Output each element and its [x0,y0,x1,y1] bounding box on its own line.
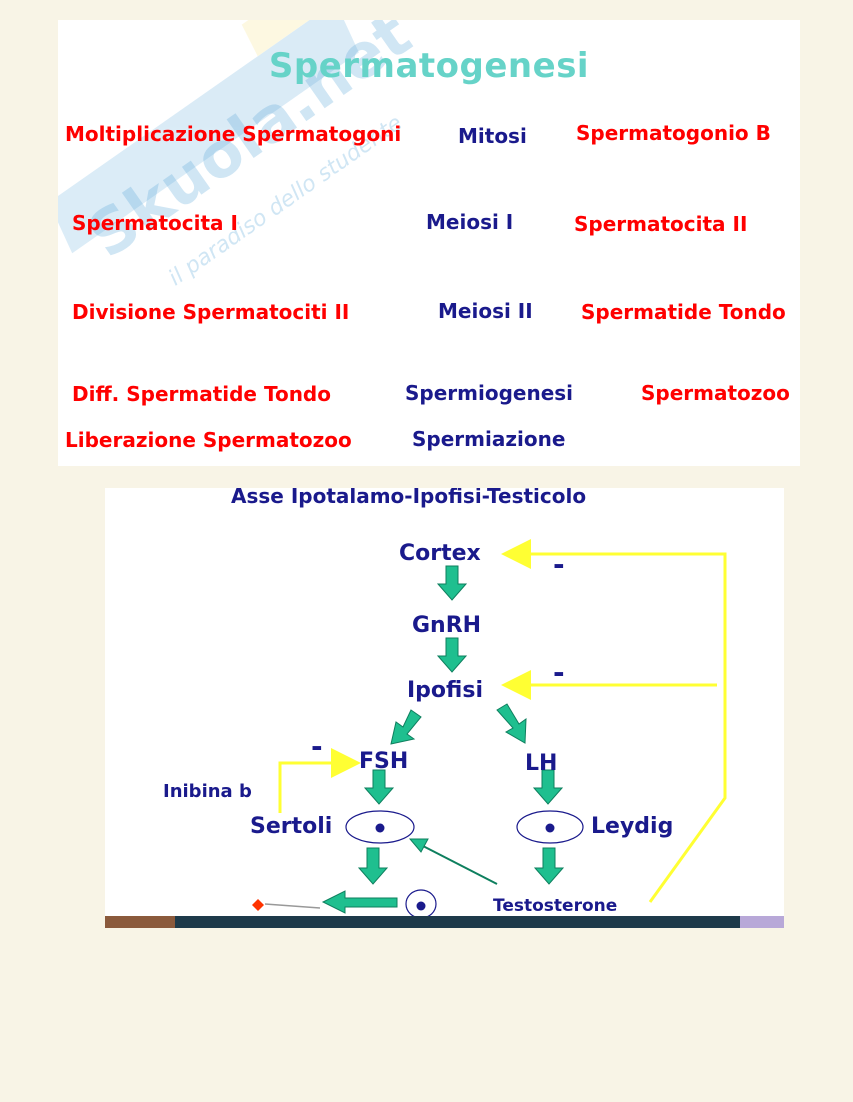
row5-left: Liberazione Spermatozoo [65,428,352,452]
red-diamond [252,899,264,911]
row3-right: Spermatide Tondo [581,300,786,324]
label-leydig: Leydig [591,814,673,839]
arrow-gnrh-ipofisi [438,638,466,672]
bottom-image-corner [740,916,784,928]
arrow-ipofisi-fsh [391,710,421,744]
diagram-title: Asse Ipotalamo-Ipofisi-Testicolo [231,488,586,508]
bottom-image-photo [105,916,175,928]
label-lh: LH [525,751,557,776]
row3-middle: Meiosi II [438,299,533,323]
minus-cortex: - [553,548,565,581]
arrow-testosterone-sertoli-line [423,846,497,884]
arrow-cortex-gnrh [438,566,466,600]
row4-middle: Spermiogenesi [405,381,573,405]
label-fsh: FSH [359,749,408,774]
release-line [265,904,320,908]
arrow-leydig-testosterone [535,848,563,884]
arrow-ipofisi-lh [497,704,526,743]
label-sertoli: Sertoli [250,814,332,839]
row4-right: Spermatozoo [641,381,790,405]
row4-left: Diff. Spermatide Tondo [72,382,331,406]
label-gnrh: GnRH [412,613,481,638]
sertoli-nucleus [376,824,385,833]
label-inibina: Inibina b [163,781,252,802]
label-cortex: Cortex [399,541,481,566]
feedback-inibina-fsh [280,763,355,813]
hormonal-axis-slide: Asse Ipotalamo-Ipofisi-Testicolo - - - [105,488,784,928]
feedback-testosterone-cortex [507,554,725,902]
small-cell-nucleus [417,902,426,911]
row1-left: Moltiplicazione Spermatogoni [65,122,401,146]
minus-inibina: - [311,730,323,763]
bottom-image-strip [105,916,784,928]
slide-title: Spermatogenesi [58,46,800,86]
row1-right: Spermatogonio B [576,121,771,145]
minus-ipofisi: - [553,656,565,689]
arrow-fsh-sertoli [365,770,393,804]
arrow-release-left [323,891,397,913]
axis-diagram: Asse Ipotalamo-Ipofisi-Testicolo - - - [105,488,784,928]
row3-left: Divisione Spermatociti II [72,300,349,324]
label-ipofisi: Ipofisi [407,678,483,703]
arrow-testosterone-sertoli-head [410,839,428,852]
leydig-nucleus [546,824,555,833]
row2-middle: Meiosi I [426,210,513,234]
row2-right: Spermatocita II [574,212,747,236]
row5-middle: Spermiazione [412,427,565,451]
row1-middle: Mitosi [458,124,527,148]
spermatogenesis-slide: Skuola.net il paradiso dello studente Sp… [58,20,800,466]
arrow-sertoli-down [359,848,387,884]
label-testosterone: Testosterone [493,896,617,916]
row2-left: Spermatocita I [72,211,238,235]
